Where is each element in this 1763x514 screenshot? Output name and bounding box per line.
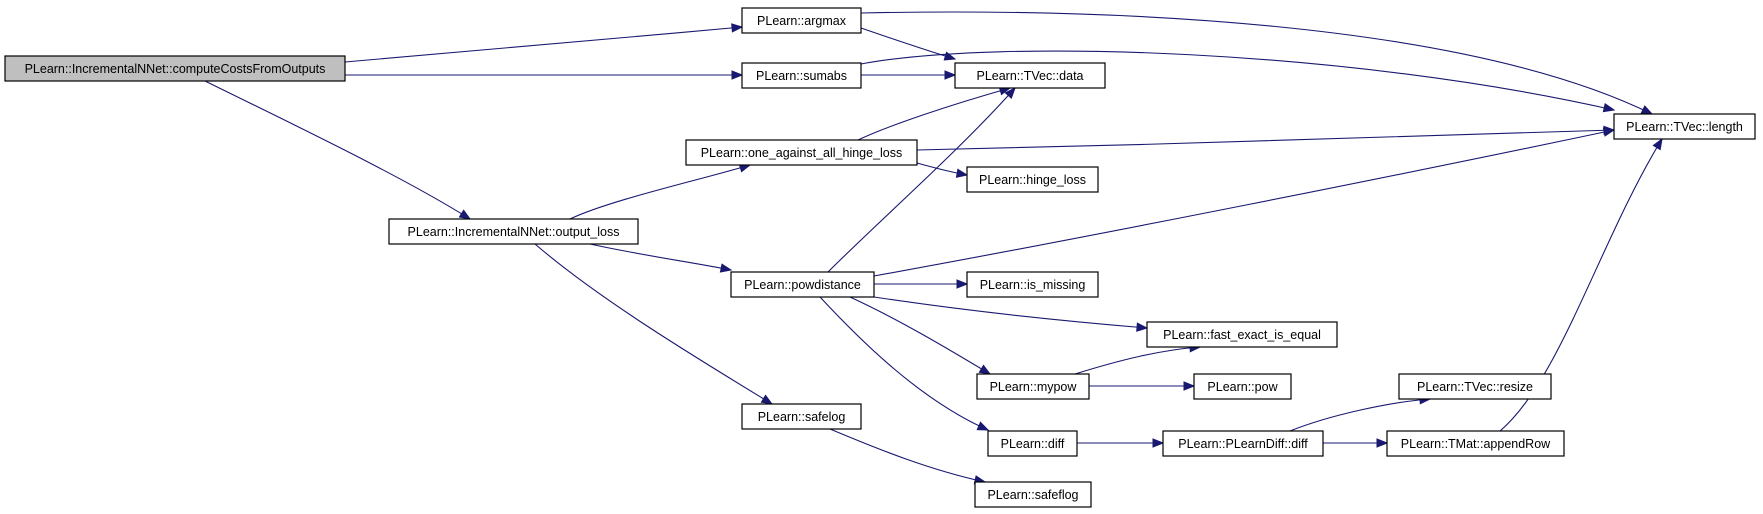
arrowhead-tmat_appendrow-to-tvec_length — [1652, 137, 1663, 151]
node-safeflog[interactable]: PLearn::safeflog — [974, 481, 1092, 508]
node-mypow[interactable]: PLearn::mypow — [976, 373, 1090, 400]
edge-one_against_all_hinge_loss-to-tvec_data — [857, 87, 1011, 141]
node-diff[interactable]: PLearn::diff — [987, 430, 1078, 457]
node-tvec_data[interactable]: PLearn::TVec::data — [954, 62, 1106, 89]
node-label-sumabs: PLearn::sumabs — [756, 69, 847, 83]
node-label-tvec_length: PLearn::TVec::length — [1626, 120, 1743, 134]
node-label-argmax: PLearn::argmax — [757, 14, 847, 28]
arrowhead-sumabs-to-tvec_length — [1602, 103, 1616, 113]
edge-powdistance-to-diff — [819, 296, 989, 431]
graph-edges — [204, 11, 1663, 485]
node-label-plearndiff_diff: PLearn::PLearnDiff::diff — [1178, 437, 1308, 451]
node-label-tvec_resize: PLearn::TVec::resize — [1417, 380, 1533, 394]
edge-powdistance-to-tvec_length — [873, 129, 1615, 277]
node-computeCostsFromOutputs[interactable]: PLearn::IncrementalNNet::computeCostsFro… — [4, 55, 346, 82]
node-is_missing[interactable]: PLearn::is_missing — [966, 271, 1099, 298]
node-label-safeflog: PLearn::safeflog — [987, 488, 1078, 502]
node-sumabs[interactable]: PLearn::sumabs — [741, 62, 862, 89]
node-box-fast_exact_is_equal[interactable] — [1146, 321, 1338, 348]
node-box-safelog[interactable] — [741, 403, 862, 430]
edge-mypow-to-fast_exact_is_equal — [1074, 346, 1201, 375]
arrowhead-powdistance-to-tvec_data — [1004, 86, 1016, 99]
node-box-tvec_data[interactable] — [954, 62, 1106, 89]
edge-output_loss-to-powdistance — [589, 243, 732, 271]
node-label-computeCostsFromOutputs: PLearn::IncrementalNNet::computeCostsFro… — [25, 62, 326, 76]
node-box-safeflog[interactable] — [974, 481, 1092, 508]
node-tvec_length[interactable]: PLearn::TVec::length — [1613, 113, 1756, 140]
node-output_loss[interactable]: PLearn::IncrementalNNet::output_loss — [388, 218, 639, 245]
arrowhead-output_loss-to-powdistance — [719, 263, 733, 273]
arrowhead-mypow-to-pow — [1183, 381, 1196, 391]
edge-argmax-to-tvec_length — [860, 11, 1653, 115]
arrowhead-powdistance-to-mypow — [978, 364, 992, 375]
edge-tmat_appendrow-to-tvec_length — [1499, 138, 1663, 432]
arrowhead-argmax-to-tvec_length — [1640, 105, 1654, 115]
node-tvec_resize[interactable]: PLearn::TVec::resize — [1398, 373, 1552, 400]
graph-nodes: PLearn::IncrementalNNet::computeCostsFro… — [4, 7, 1756, 508]
node-safelog[interactable]: PLearn::safelog — [741, 403, 862, 430]
node-box-diff[interactable] — [987, 430, 1078, 457]
arrowhead-powdistance-to-fast_exact_is_equal — [1136, 322, 1149, 332]
node-label-one_against_all_hinge_loss: PLearn::one_against_all_hinge_loss — [701, 146, 903, 160]
node-box-mypow[interactable] — [976, 373, 1090, 400]
edge-powdistance-to-fast_exact_is_equal — [873, 296, 1148, 329]
arrowhead-output_loss-to-safelog — [760, 394, 774, 405]
node-box-is_missing[interactable] — [966, 271, 1099, 298]
edge-powdistance-to-mypow — [849, 296, 991, 375]
node-label-fast_exact_is_equal: PLearn::fast_exact_is_equal — [1163, 328, 1321, 342]
node-label-hinge_loss: PLearn::hinge_loss — [979, 173, 1086, 187]
node-box-tmat_appendrow[interactable] — [1386, 430, 1565, 457]
edge-powdistance-to-tvec_data — [827, 87, 1016, 273]
arrowhead-powdistance-to-is_missing — [956, 279, 969, 289]
node-label-diff: PLearn::diff — [1001, 437, 1065, 451]
edge-one_against_all_hinge_loss-to-tvec_length — [916, 129, 1615, 151]
node-plearndiff_diff[interactable]: PLearn::PLearnDiff::diff — [1162, 430, 1324, 457]
node-tmat_appendrow[interactable]: PLearn::TMat::appendRow — [1386, 430, 1565, 457]
node-label-is_missing: PLearn::is_missing — [980, 278, 1086, 292]
node-one_against_all_hinge_loss[interactable]: PLearn::one_against_all_hinge_loss — [685, 139, 918, 166]
node-label-safelog: PLearn::safelog — [758, 410, 846, 424]
edge-safelog-to-safeflog — [829, 428, 986, 483]
node-label-tvec_data: PLearn::TVec::data — [976, 69, 1083, 83]
arrowhead-one_against_all_hinge_loss-to-hinge_loss — [955, 168, 969, 178]
edge-output_loss-to-one_against_all_hinge_loss — [569, 164, 751, 220]
node-argmax[interactable]: PLearn::argmax — [741, 7, 862, 34]
node-powdistance[interactable]: PLearn::powdistance — [730, 271, 875, 298]
node-box-sumabs[interactable] — [741, 62, 862, 89]
node-label-mypow: PLearn::mypow — [990, 380, 1078, 394]
node-box-tvec_resize[interactable] — [1398, 373, 1552, 400]
edge-computeCostsFromOutputs-to-output_loss — [204, 80, 471, 220]
arrowhead-sumabs-to-tvec_data — [944, 70, 957, 80]
arrowhead-computeCostsFromOutputs-to-argmax — [731, 23, 744, 33]
node-box-pow[interactable] — [1193, 373, 1292, 400]
arrowhead-diff-to-plearndiff_diff — [1152, 438, 1165, 448]
node-box-hinge_loss[interactable] — [966, 166, 1099, 193]
arrowhead-powdistance-to-tvec_length — [1602, 127, 1616, 137]
node-hinge_loss[interactable]: PLearn::hinge_loss — [966, 166, 1099, 193]
node-label-powdistance: PLearn::powdistance — [744, 278, 861, 292]
node-box-tvec_length[interactable] — [1613, 113, 1756, 140]
node-box-plearndiff_diff[interactable] — [1162, 430, 1324, 457]
arrowhead-powdistance-to-diff — [976, 421, 990, 431]
node-fast_exact_is_equal[interactable]: PLearn::fast_exact_is_equal — [1146, 321, 1338, 348]
node-pow[interactable]: PLearn::pow — [1193, 373, 1292, 400]
edge-plearndiff_diff-to-tvec_resize — [1289, 398, 1431, 432]
arrowhead-computeCostsFromOutputs-to-sumabs — [731, 70, 744, 80]
node-label-pow: PLearn::pow — [1207, 380, 1278, 394]
arrowhead-computeCostsFromOutputs-to-output_loss — [458, 209, 472, 220]
edge-computeCostsFromOutputs-to-argmax — [344, 26, 743, 63]
node-box-computeCostsFromOutputs[interactable] — [4, 55, 346, 82]
node-box-output_loss[interactable] — [388, 218, 639, 245]
node-label-tmat_appendrow: PLearn::TMat::appendRow — [1401, 437, 1551, 451]
arrowhead-plearndiff_diff-to-tmat_appendrow — [1376, 438, 1389, 448]
node-label-output_loss: PLearn::IncrementalNNet::output_loss — [408, 225, 620, 239]
edge-sumabs-to-tvec_length — [860, 50, 1615, 111]
edge-output_loss-to-safelog — [534, 243, 773, 405]
node-box-argmax[interactable] — [741, 7, 862, 34]
node-box-one_against_all_hinge_loss[interactable] — [685, 139, 918, 166]
node-box-powdistance[interactable] — [730, 271, 875, 298]
